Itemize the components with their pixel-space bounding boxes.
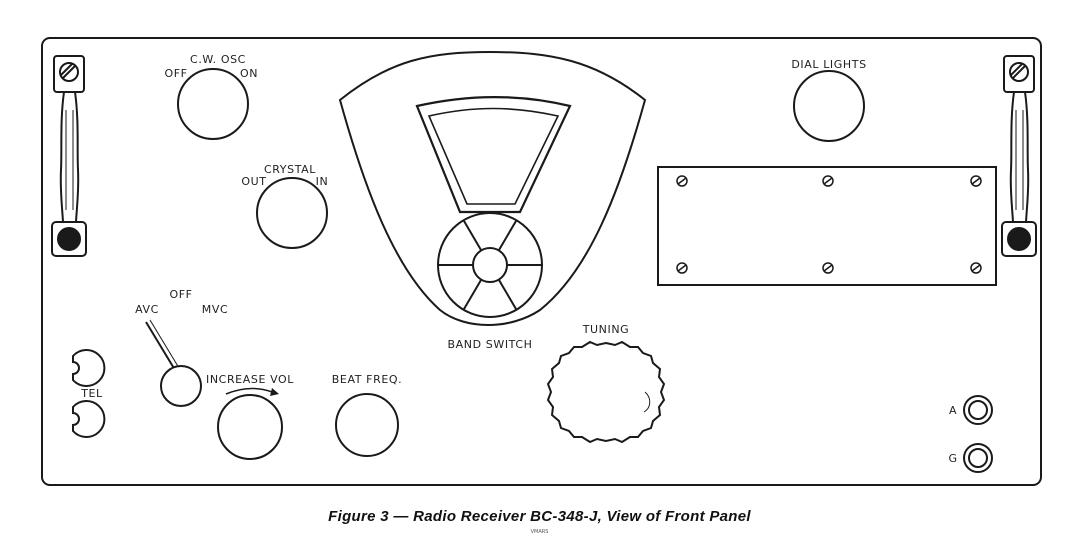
- dial-lights-knob[interactable]: [793, 70, 865, 142]
- cover-plate: [657, 166, 997, 286]
- cw-osc-label: C.W. OSC: [190, 53, 246, 66]
- crystal-label: CRYSTAL: [264, 163, 316, 176]
- volume-knob[interactable]: [217, 394, 283, 460]
- cw-osc-on-label: ON: [240, 67, 258, 80]
- cover-plate-screws: [676, 175, 982, 274]
- avc-selector-switch[interactable]: [145, 319, 202, 407]
- cw-osc-off-label: OFF: [164, 67, 187, 80]
- tuning-knob[interactable]: [546, 340, 666, 444]
- tuning-label: TUNING: [582, 323, 630, 336]
- increase-vol-label: INCREASE VOL: [206, 373, 294, 386]
- dial-lights-label: DIAL LIGHTS: [791, 58, 866, 71]
- selector-avc-label: AVC: [135, 303, 159, 316]
- beat-freq-label: BEAT FREQ.: [332, 373, 402, 386]
- right-handle: [1001, 55, 1037, 257]
- tel-jack-upper[interactable]: [72, 349, 106, 387]
- dial-housing: [338, 50, 647, 326]
- cw-osc-knob[interactable]: [177, 68, 249, 140]
- band-switch-knob[interactable]: [437, 212, 543, 318]
- figure-caption: Figure 3 — Radio Receiver BC-348-J, View…: [328, 508, 751, 525]
- left-handle: [51, 55, 87, 257]
- crystal-out-label: OUT: [241, 175, 266, 188]
- tel-label: TEL: [80, 387, 103, 400]
- panel-outline: [41, 37, 1042, 486]
- selector-mvc-label: MVC: [202, 303, 229, 316]
- increase-vol-arrowhead: [270, 388, 279, 396]
- beat-freq-knob[interactable]: [335, 393, 399, 457]
- terminal-g-label: G: [948, 452, 957, 465]
- increase-vol-arrow: [225, 387, 273, 395]
- crystal-knob[interactable]: [256, 177, 328, 249]
- band-switch-label: BAND SWITCH: [448, 338, 533, 351]
- dial-window: [415, 95, 572, 214]
- crystal-in-label: IN: [316, 175, 329, 188]
- watermark: VMARS: [530, 529, 549, 535]
- antenna-terminal[interactable]: [963, 395, 993, 425]
- tel-jack-lower[interactable]: [72, 400, 106, 438]
- terminal-a-label: A: [949, 404, 957, 417]
- selector-off-label: OFF: [169, 288, 192, 301]
- ground-terminal[interactable]: [963, 443, 993, 473]
